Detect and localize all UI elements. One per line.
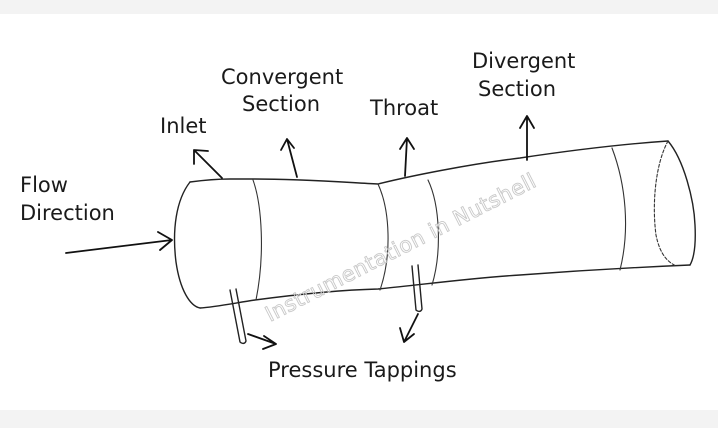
label-convergent-line2: Section (242, 92, 320, 116)
label-pressure-tappings: Pressure Tappings (268, 358, 457, 382)
joint-divergent-outlet (611, 147, 627, 271)
watermark: Instrumentation in Nutshell (261, 169, 540, 327)
label-divergent-line2: Section (478, 77, 556, 101)
tube-bottom-outline (199, 264, 691, 309)
labels: Flow Direction Inlet Convergent Section … (20, 49, 575, 382)
label-throat: Throat (369, 96, 438, 120)
label-inlet: Inlet (160, 114, 207, 138)
venturi-tube (173, 140, 696, 309)
convergent-arrow (280, 138, 298, 178)
throat-arrow (399, 137, 415, 177)
flow-direction-arrow (65, 231, 173, 254)
joint-inlet-convergent (252, 179, 262, 301)
diagram-panel (0, 14, 718, 410)
pressure-tap-arrow-left (247, 333, 277, 350)
divergent-arrow (519, 115, 535, 161)
pressure-tap-throat (411, 264, 423, 313)
outlet-end-face-dashed (653, 140, 677, 267)
label-convergent-line1: Convergent (221, 65, 343, 89)
joint-convergent-throat (377, 183, 389, 291)
label-arrows (65, 115, 535, 350)
label-flow-line1: Flow (20, 173, 68, 197)
inlet-arrow (193, 149, 223, 179)
inlet-end-face (173, 181, 201, 309)
pressure-tap-inlet (229, 288, 247, 345)
outlet-end-face (667, 140, 696, 266)
pressure-tap-arrow-right (399, 313, 419, 343)
pressure-tapping-pipes (229, 264, 423, 345)
tube-top-outline (189, 140, 669, 185)
joint-throat-divergent (427, 179, 439, 286)
label-divergent-line1: Divergent (472, 49, 575, 73)
label-flow-line2: Direction (20, 201, 115, 225)
